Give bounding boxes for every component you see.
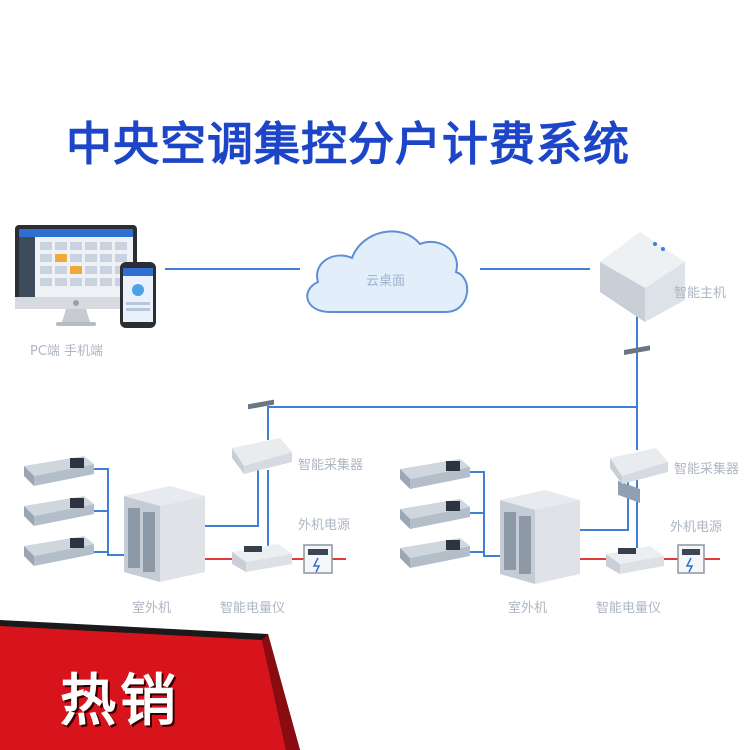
right-power-box-icon <box>677 544 705 574</box>
hot-sale-badge <box>0 620 300 750</box>
left-power-label: 外机电源 <box>298 518 351 533</box>
right-outdoor-label: 室外机 <box>508 601 548 616</box>
host-label: 智能主机 <box>674 286 727 301</box>
pc-monitor-icon <box>15 225 137 326</box>
right-outdoor-unit-icon <box>500 490 580 584</box>
pc-mobile-label: PC端 手机端 <box>30 344 104 359</box>
cloud-label: 云桌面 <box>366 274 406 289</box>
right-power-label: 外机电源 <box>670 520 723 535</box>
page-title: 中央空调集控分户计费系统 <box>66 117 630 171</box>
left-energy-meter-icon <box>232 544 292 572</box>
left-indoor-units-icon <box>24 456 94 566</box>
left-collector-outdoor-line <box>205 470 259 527</box>
right-meter-label: 智能电量仪 <box>596 601 662 616</box>
right-indoor-units-icon <box>400 459 470 568</box>
mobile-phone-icon <box>120 262 156 328</box>
host-bus-line <box>267 312 638 440</box>
smart-host-device-icon <box>600 232 685 503</box>
left-meter-label: 智能电量仪 <box>220 601 286 616</box>
hot-sale-text: 热销 <box>60 669 180 734</box>
right-energy-meter-icon <box>606 546 664 574</box>
right-collector-label: 智能采集器 <box>674 462 740 477</box>
left-collector-device-icon <box>232 399 292 474</box>
cloud-icon <box>306 230 469 313</box>
left-outdoor-unit-icon <box>124 486 205 582</box>
left-power-box-icon <box>303 544 333 574</box>
left-outdoor-label: 室外机 <box>132 601 172 616</box>
right-collector-device-icon <box>610 345 668 484</box>
left-collector-label: 智能采集器 <box>298 458 364 473</box>
